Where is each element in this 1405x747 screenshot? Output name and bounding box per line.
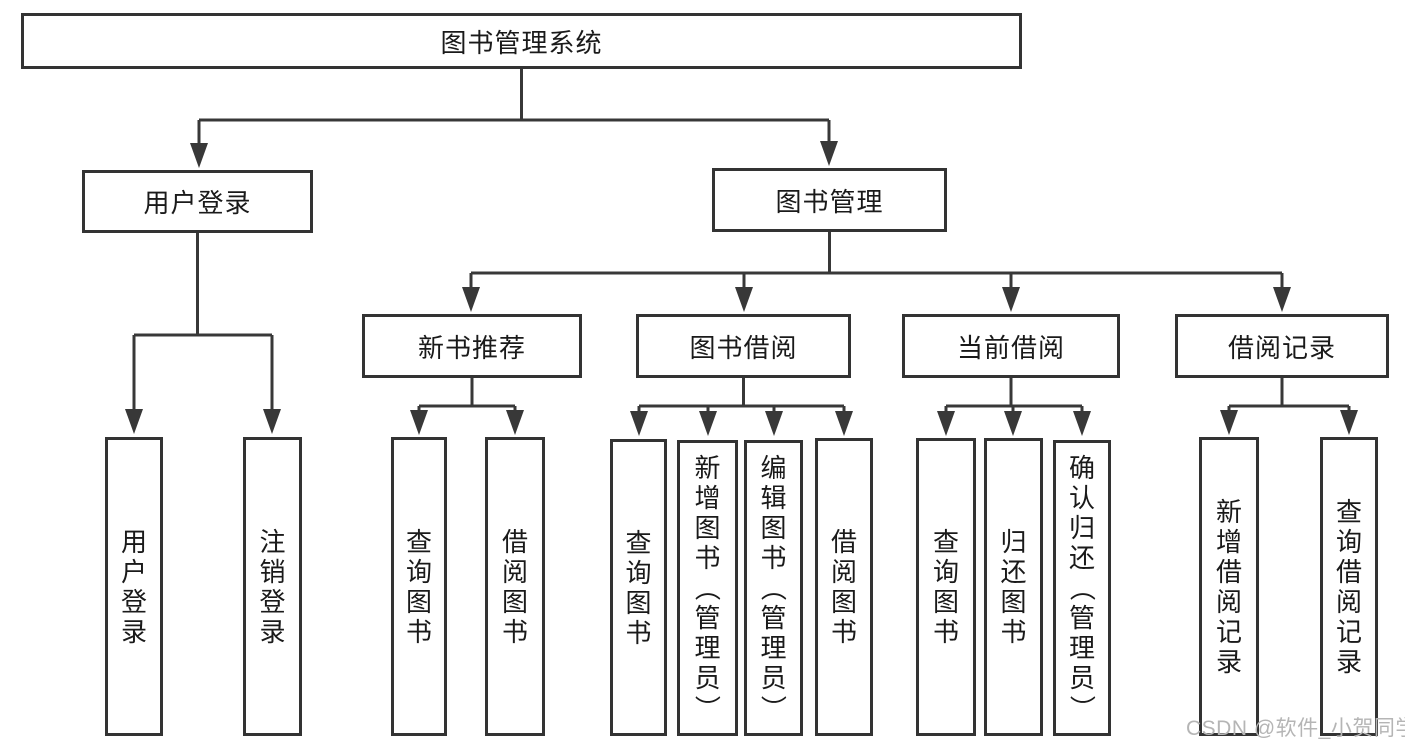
node-book-management-label: 图书管理 bbox=[775, 186, 884, 217]
node-borrowing-records: 借阅记录 bbox=[1175, 314, 1389, 378]
connector-bookborrow-to-leaves bbox=[637, 378, 846, 413]
arrowhead bbox=[190, 143, 208, 168]
node-current-borrowing-label: 当前借阅 bbox=[956, 332, 1065, 363]
node-current-borrowing: 当前借阅 bbox=[902, 314, 1120, 378]
arrowhead bbox=[1004, 411, 1022, 436]
arrowhead bbox=[699, 411, 717, 436]
leaf-confirm-return-admin-label: 确认归还（管理员） bbox=[1066, 453, 1097, 722]
leaf-user-login: 用户登录 bbox=[105, 437, 163, 736]
arrowhead bbox=[410, 410, 428, 435]
connector-userlogin-to-leaves bbox=[132, 233, 274, 411]
leaf-query-books-newrec-label: 查询图书 bbox=[405, 526, 432, 647]
leaf-user-login-label: 用户登录 bbox=[120, 526, 147, 647]
leaf-query-books-current-label: 查询图书 bbox=[932, 527, 959, 647]
node-root: 图书管理系统 bbox=[21, 13, 1022, 69]
connector-newbook-to-leaves bbox=[417, 378, 517, 412]
leaf-edit-books-admin: 编辑图书（管理员） bbox=[744, 440, 803, 736]
leaf-query-books-borrow-label: 查询图书 bbox=[625, 527, 652, 648]
leaf-borrow-books-newrec-label: 借阅图书 bbox=[501, 526, 528, 647]
leaf-edit-books-admin-label: 编辑图书（管理员） bbox=[758, 453, 789, 722]
leaf-query-books-borrow: 查询图书 bbox=[610, 439, 667, 736]
leaf-borrow-books-borrow: 借阅图书 bbox=[815, 438, 873, 736]
leaf-return-books: 归还图书 bbox=[984, 438, 1043, 736]
leaf-query-borrow-record-label: 查询借阅记录 bbox=[1335, 496, 1362, 677]
csdn-watermark: CSDN @软件_小贺同学 bbox=[1186, 717, 1405, 740]
node-new-book-recommend: 新书推荐 bbox=[362, 314, 582, 378]
leaf-add-borrow-record: 新增借阅记录 bbox=[1199, 437, 1259, 736]
node-user-login-label: 用户登录 bbox=[143, 188, 252, 218]
arrowhead bbox=[630, 411, 648, 436]
connector-lines bbox=[132, 69, 1351, 413]
node-book-borrowing: 图书借阅 bbox=[636, 314, 851, 378]
arrowhead bbox=[1073, 411, 1091, 436]
arrowhead bbox=[125, 409, 143, 434]
leaf-logout-label: 注销登录 bbox=[259, 526, 286, 647]
leaf-add-books-admin: 新增图书（管理员） bbox=[677, 440, 738, 736]
connector-currentborrow-to-leaves bbox=[944, 378, 1084, 413]
leaf-add-books-admin-label: 新增图书（管理员） bbox=[692, 453, 723, 722]
arrowhead bbox=[1273, 287, 1291, 312]
leaf-add-borrow-record-label: 新增借阅记录 bbox=[1215, 496, 1242, 677]
leaf-return-books-label: 归还图书 bbox=[1000, 527, 1027, 647]
leaf-borrow-books-borrow-label: 借阅图书 bbox=[830, 527, 857, 647]
arrowhead bbox=[835, 411, 853, 436]
node-borrowing-records-label: 借阅记录 bbox=[1227, 332, 1336, 363]
arrowhead bbox=[1002, 287, 1020, 312]
node-book-management: 图书管理 bbox=[712, 168, 947, 232]
leaf-query-books-newrec: 查询图书 bbox=[391, 437, 447, 736]
node-root-label: 图书管理系统 bbox=[440, 27, 603, 58]
arrowhead bbox=[1220, 410, 1238, 435]
node-book-borrowing-label: 图书借阅 bbox=[689, 332, 798, 363]
node-user-login: 用户登录 bbox=[82, 170, 313, 233]
arrowhead bbox=[820, 141, 838, 166]
leaf-query-books-current: 查询图书 bbox=[916, 438, 976, 736]
arrowhead bbox=[1340, 410, 1358, 435]
arrowhead bbox=[263, 409, 281, 434]
connector-root-to-level1 bbox=[197, 69, 831, 145]
arrowhead bbox=[462, 287, 480, 312]
connector-bookmgmt-to-level2 bbox=[469, 232, 1284, 289]
node-new-book-recommend-label: 新书推荐 bbox=[417, 332, 526, 363]
leaf-logout: 注销登录 bbox=[243, 437, 302, 736]
connector-arrowheads bbox=[125, 141, 1358, 436]
connector-borrowrecord-to-leaves bbox=[1227, 378, 1351, 412]
arrowhead bbox=[765, 411, 783, 436]
leaf-confirm-return-admin: 确认归还（管理员） bbox=[1053, 440, 1111, 736]
arrowhead bbox=[506, 410, 524, 435]
leaf-query-borrow-record: 查询借阅记录 bbox=[1320, 437, 1378, 736]
leaf-borrow-books-newrec: 借阅图书 bbox=[485, 437, 545, 736]
arrowhead bbox=[937, 411, 955, 436]
arrowhead bbox=[735, 287, 753, 312]
